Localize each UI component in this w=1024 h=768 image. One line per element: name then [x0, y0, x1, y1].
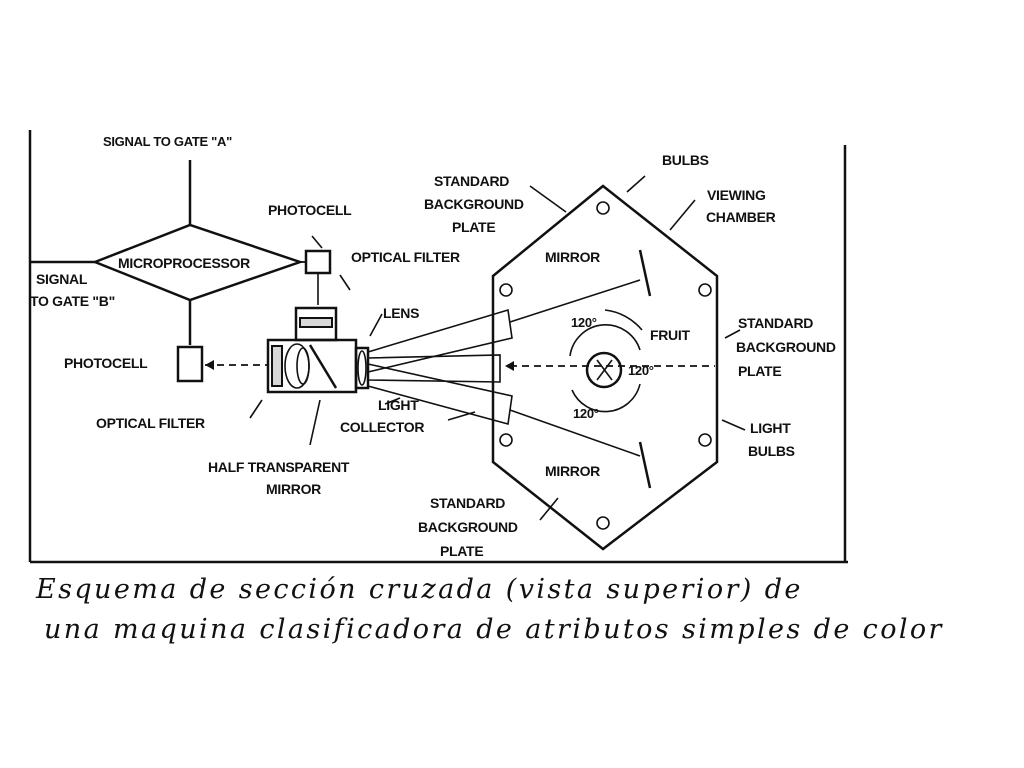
- standard-plate-top-label-line1: STANDARD: [434, 173, 509, 189]
- bulbs-top-label: BULBS: [662, 152, 709, 168]
- half-transparent-mirror-label-line1: HALF TRANSPARENT: [208, 459, 350, 475]
- photocell-left: [176, 345, 268, 383]
- standard-plate-bottom-label-line3: PLATE: [440, 543, 483, 559]
- caption-line-2: una maquina clasificadora de atributos s…: [44, 614, 944, 645]
- standard-plate-bottom-label-line2: BACKGROUND: [418, 519, 518, 535]
- angle-bottom-label: 120°: [573, 406, 599, 421]
- microprocessor-block: [30, 160, 306, 345]
- photocell-top-label: PHOTOCELL: [268, 202, 352, 218]
- mirror-bottom-label: MIRROR: [545, 463, 600, 479]
- standard-plate-bottom-label-line1: STANDARD: [430, 495, 505, 511]
- photocell-top: [304, 235, 332, 305]
- signal-to-gate-b-label-line2: TO GATE "B": [30, 293, 115, 309]
- viewing-chamber-label-line1: VIEWING: [707, 187, 766, 203]
- standard-plate-right-label-line3: PLATE: [738, 363, 781, 379]
- viewing-chamber-label-line2: CHAMBER: [706, 209, 776, 225]
- optical-filter-top-label: OPTICAL FILTER: [351, 249, 460, 265]
- microprocessor-label: MICROPROCESSOR: [118, 255, 250, 271]
- light-bulbs-right-label-line1: LIGHT: [750, 420, 791, 436]
- standard-plate-top-label-line2: BACKGROUND: [424, 196, 524, 212]
- standard-plate-top-label-line3: PLATE: [452, 219, 495, 235]
- optics-housing: [249, 338, 370, 446]
- light-collector-label-line1: LIGHT: [378, 397, 419, 413]
- light-collector: [367, 308, 513, 426]
- angle-right-label: 120°: [628, 363, 654, 378]
- angle-top-label: 120°: [571, 315, 597, 330]
- caption-line-1: Esquema de sección cruzada (vista superi…: [35, 574, 803, 605]
- signal-to-gate-b-label-line1: SIGNAL: [36, 271, 88, 287]
- diagram-frame: [28, 130, 848, 564]
- light-collector-label-line2: COLLECTOR: [340, 419, 424, 435]
- optical-filter-bottom-label: OPTICAL FILTER: [96, 415, 205, 431]
- optical-filter-top: [294, 274, 351, 342]
- photocell-left-label: PHOTOCELL: [64, 355, 148, 371]
- fruit-label: FRUIT: [650, 327, 690, 343]
- viewing-chamber-hexagon: [491, 175, 746, 551]
- half-transparent-mirror-label-line2: MIRROR: [266, 481, 321, 497]
- lens-label: LENS: [383, 305, 419, 321]
- standard-plate-right-label-line1: STANDARD: [738, 315, 813, 331]
- standard-plate-right-label-line2: BACKGROUND: [736, 339, 836, 355]
- mirror-top-label: MIRROR: [545, 249, 600, 265]
- signal-to-gate-a-label: SIGNAL TO GATE "A": [103, 134, 232, 149]
- light-bulbs-right-label-line2: BULBS: [748, 443, 795, 459]
